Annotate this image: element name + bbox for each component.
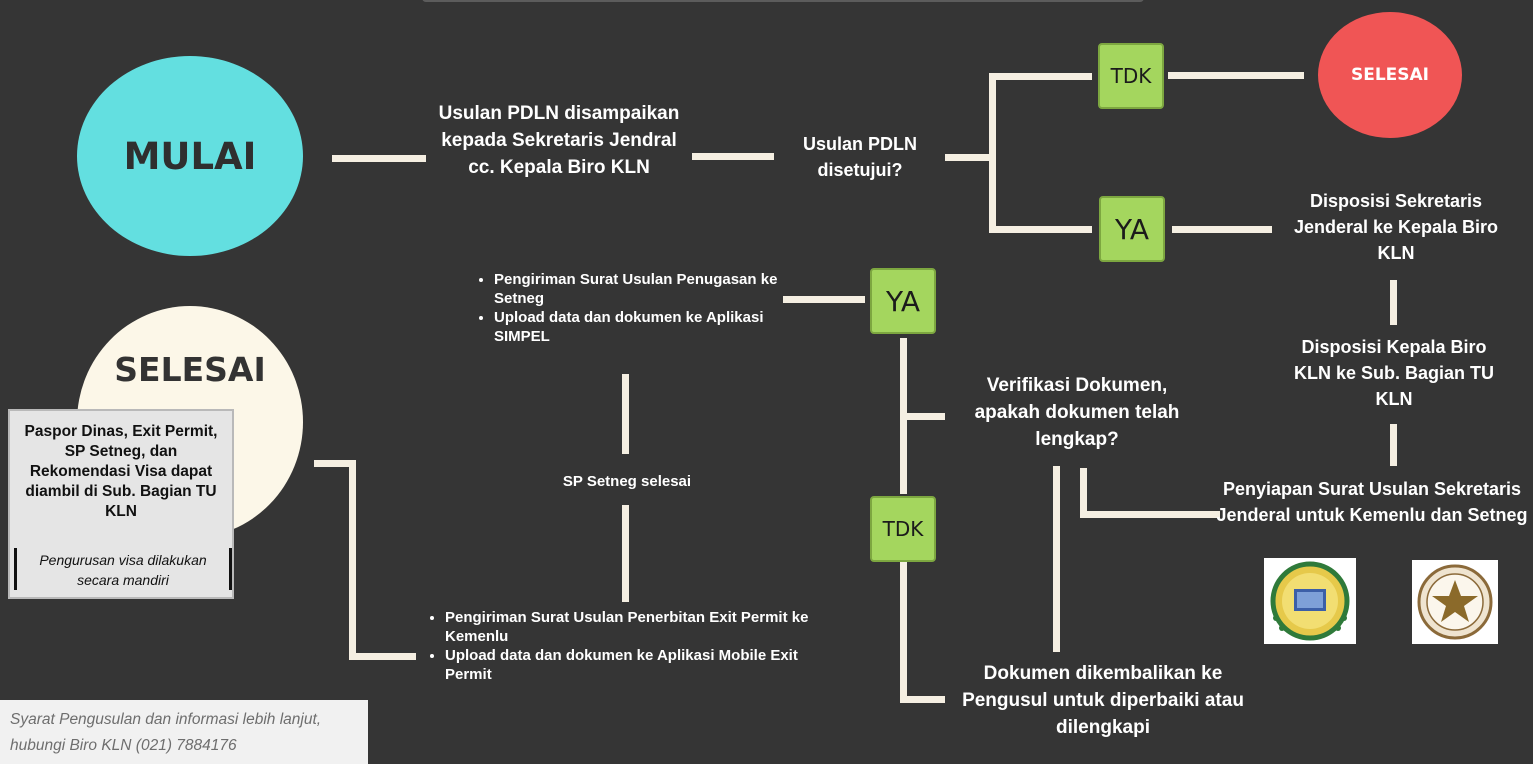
connector — [622, 505, 629, 602]
start-label: MULAI — [123, 134, 257, 178]
connector — [332, 155, 426, 162]
step-disposisi-kepala: Disposisi Kepala Biro KLN ke Sub. Bagian… — [1293, 337, 1495, 409]
no-badge-mid-label: TDK — [882, 517, 924, 541]
info-box: Paspor Dinas, Exit Permit, SP Setneg, da… — [8, 409, 234, 599]
connector — [945, 154, 992, 161]
connector — [1080, 511, 1220, 518]
connector — [900, 560, 907, 702]
yes-badge-mid: YA — [870, 268, 936, 334]
connector — [314, 460, 356, 467]
step-dikembalikan: Dokumen dikembalikan ke Pengusul untuk d… — [962, 663, 1244, 738]
no-badge-mid: TDK — [870, 496, 936, 562]
connector — [349, 653, 416, 660]
list-item: Pengiriman Surat Usulan Penugasan ke Set… — [494, 270, 814, 308]
yes-badge-top-label: YA — [1114, 212, 1150, 246]
step-penyiapan: Penyiapan Surat Usulan Sekretaris Jender… — [1216, 479, 1528, 525]
exit-permit-steps: Pengiriman Surat Usulan Penerbitan Exit … — [423, 608, 815, 684]
connector — [900, 696, 945, 703]
connector — [989, 73, 996, 233]
kemenlu-emblem-icon — [1264, 558, 1356, 644]
end-circle-top: SELESAI — [1318, 12, 1462, 138]
connector — [1172, 226, 1272, 233]
top-bar — [422, 0, 1144, 2]
connector — [989, 73, 1092, 80]
list-item: Pengiriman Surat Usulan Penerbitan Exit … — [445, 608, 815, 646]
connector — [692, 153, 774, 160]
connector — [1168, 72, 1304, 79]
connector — [1053, 466, 1060, 652]
setneg-emblem-icon — [1412, 560, 1498, 644]
info-box-text: Paspor Dinas, Exit Permit, SP Setneg, da… — [24, 423, 218, 520]
end-left-label: SELESAI — [114, 350, 266, 389]
connector — [622, 374, 629, 454]
connector — [1080, 468, 1087, 518]
yes-badge-mid-label: YA — [885, 284, 921, 318]
list-item: Upload data dan dokumen ke Aplikasi SIMP… — [494, 308, 814, 346]
info-note: Pengurusan visa dilakukan secara mandiri — [14, 548, 232, 590]
connector — [989, 226, 1092, 233]
list-item: Upload data dan dokumen ke Aplikasi Mobi… — [445, 646, 815, 684]
info-note-text: Pengurusan visa dilakukan secara mandiri — [39, 552, 207, 588]
footer-text: Syarat Pengusulan dan informasi lebih la… — [10, 711, 322, 754]
connector — [1390, 424, 1397, 466]
footer-note: Syarat Pengusulan dan informasi lebih la… — [0, 700, 368, 764]
decision-approved: Usulan PDLN disetujui? — [802, 134, 917, 180]
step-sp-selesai: SP Setneg selesai — [562, 473, 692, 490]
start-circle: MULAI — [77, 56, 303, 256]
connector — [900, 413, 945, 420]
no-badge-top-label: TDK — [1110, 64, 1152, 88]
end-top-label: SELESAI — [1350, 65, 1430, 85]
decision-verifikasi: Verifikasi Dokumen, apakah dokumen telah… — [974, 375, 1180, 450]
connector — [349, 460, 356, 660]
step-disposisi-sekjen: Disposisi Sekretaris Jenderal ke Kepala … — [1293, 191, 1499, 263]
step-submit: Usulan PDLN disampaikan kepada Sekretari… — [438, 103, 680, 178]
setneg-steps: Pengiriman Surat Usulan Penugasan ke Set… — [472, 270, 814, 346]
connector — [783, 296, 865, 303]
yes-badge-top: YA — [1099, 196, 1165, 262]
no-badge-top: TDK — [1098, 43, 1164, 109]
connector — [1390, 280, 1397, 325]
